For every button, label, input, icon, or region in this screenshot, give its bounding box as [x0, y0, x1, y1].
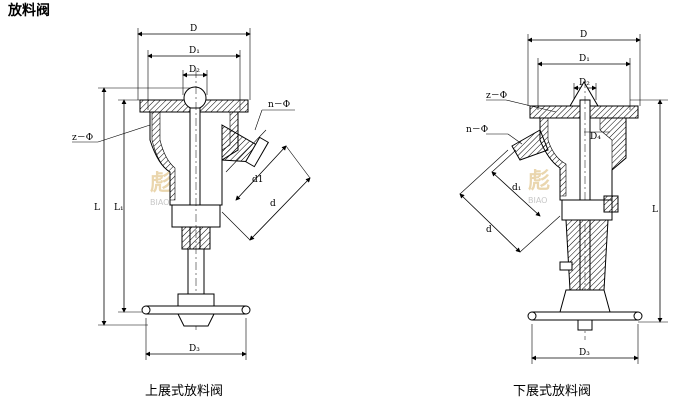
upper-type-valve-drawing: 彪 BIAO D D₁ D₂ L L₁ z－Φ n－Φ — [72, 24, 311, 360]
z-phi-label: z－Φ — [486, 91, 507, 101]
caption-lower-type-valve: 下展式放料阀 — [513, 384, 592, 399]
watermark-logo: 彪 — [150, 171, 172, 196]
dim-D-label: D — [580, 30, 587, 40]
dim-d1-label: d₁ — [512, 183, 521, 193]
ball-head — [183, 86, 207, 110]
dim-D4-label: D₄ — [590, 132, 601, 142]
dim-D1-label: D₁ — [189, 46, 200, 56]
dim-D3-label: D₃ — [189, 344, 200, 354]
dim-D3-label: D₃ — [579, 348, 590, 358]
dim-D2-label: D₂ — [189, 65, 200, 75]
n-phi-label: n－Φ — [268, 100, 290, 110]
dim-D-label: D — [190, 24, 197, 34]
n-phi-label: n－Φ — [466, 125, 488, 135]
watermark-subtext: BIAO — [528, 196, 547, 205]
dim-d1-label: d1 — [252, 175, 264, 185]
caption-upper-type-valve: 上展式放料阀 — [145, 384, 224, 399]
handwheel — [145, 305, 247, 315]
dim-L1-label: L₁ — [114, 203, 124, 213]
outlet-branch — [511, 129, 549, 161]
page-title: 放料阀 — [8, 3, 50, 19]
z-phi-label: z－Φ — [72, 133, 93, 143]
lower-type-valve-drawing: 彪 BIAO D D₁ D₂ L z－Φ n－Φ — [459, 30, 668, 364]
dim-D1-label: D₁ — [579, 54, 590, 64]
handwheel — [531, 311, 639, 321]
dim-d-label: d — [270, 199, 276, 209]
dim-L-label: L — [652, 205, 658, 215]
dim-L-label: L — [94, 203, 100, 213]
watermark-logo: 彪 — [528, 169, 550, 194]
dim-d-label: d — [486, 225, 492, 235]
watermark-subtext: BIAO — [150, 198, 169, 207]
